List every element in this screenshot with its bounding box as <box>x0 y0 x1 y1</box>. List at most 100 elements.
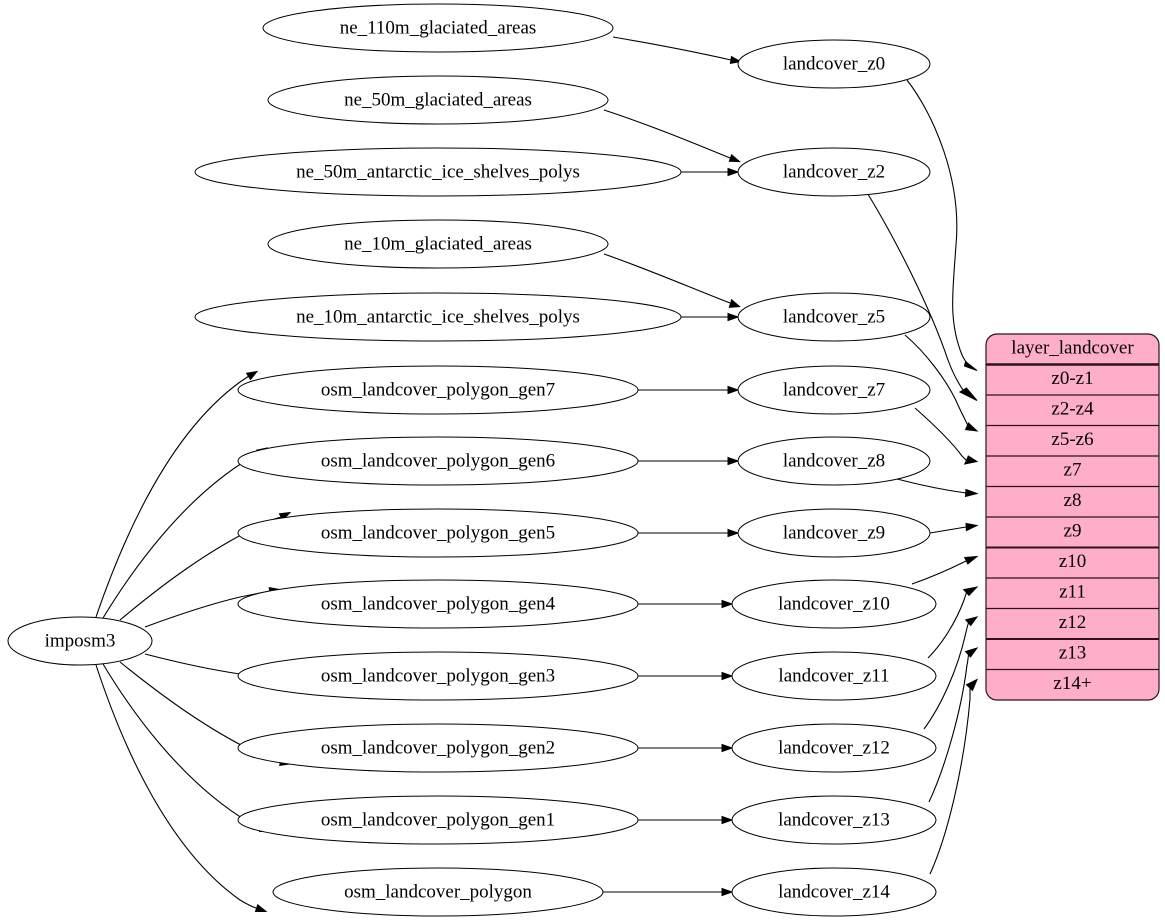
edge-z14-to-row-z14 <box>929 678 978 875</box>
table-row[interactable]: z8 <box>986 490 1159 518</box>
node-label: landcover_z11 <box>778 665 889 686</box>
node-osm-landcover-polygon-gen2[interactable]: osm_landcover_polygon_gen2 <box>237 723 639 773</box>
table-row[interactable]: z7 <box>986 460 1159 488</box>
edge-gen3-to-z11 <box>638 671 734 681</box>
edge-gen6-to-z8 <box>638 456 740 466</box>
edge-ne50glac-to-z2 <box>603 109 742 163</box>
node-label: landcover_z2 <box>783 161 885 182</box>
edge-ne10ice-to-z5 <box>681 312 740 322</box>
node-landcover-z11[interactable]: landcover_z11 <box>731 651 937 701</box>
node-label: landcover_z14 <box>778 881 890 902</box>
edge-gen7-to-z7 <box>638 385 740 395</box>
edge-z8-to-row-z8 <box>896 478 979 498</box>
node-label: ne_10m_antarctic_ice_shelves_polys <box>296 306 580 327</box>
edge-z7-to-row-z7 <box>914 407 979 465</box>
edge-imposm3-to-gen7 <box>95 370 259 618</box>
row-label: z7 <box>1064 460 1082 481</box>
edge-ne50ice-to-z2 <box>680 167 740 177</box>
row-label: z11 <box>1059 582 1086 603</box>
edge-z10-to-row-z10 <box>911 555 979 585</box>
node-osm-landcover-polygon-gen5[interactable]: osm_landcover_polygon_gen5 <box>237 508 639 558</box>
node-ellipse-shape <box>267 219 609 269</box>
table-row[interactable]: z14+ <box>1053 673 1091 694</box>
node-label: landcover_z9 <box>783 522 885 543</box>
row-label: z0-z1 <box>1051 368 1093 389</box>
node-osm-landcover-polygon-gen6[interactable]: osm_landcover_polygon_gen6 <box>237 436 639 486</box>
node-landcover-z14[interactable]: landcover_z14 <box>731 867 937 917</box>
node-osm-landcover-polygon-gen7[interactable]: osm_landcover_polygon_gen7 <box>237 365 639 415</box>
table-row[interactable]: z2-z4 <box>986 399 1159 427</box>
table-row[interactable]: z12 <box>986 612 1159 640</box>
node-ellipse-shape <box>237 508 639 558</box>
node-landcover-z0[interactable]: landcover_z0 <box>737 39 931 89</box>
node-osm-landcover-polygon-gen4[interactable]: osm_landcover_polygon_gen4 <box>237 579 639 629</box>
node-ellipse-shape <box>237 795 639 845</box>
node-landcover-z12[interactable]: landcover_z12 <box>731 723 937 773</box>
node-label: osm_landcover_polygon_gen2 <box>321 737 555 758</box>
row-label: z10 <box>1059 551 1086 572</box>
edge-gen4-to-z10 <box>638 599 734 609</box>
node-landcover-z10[interactable]: landcover_z10 <box>731 579 937 629</box>
node-label: ne_110m_glaciated_areas <box>340 17 537 38</box>
row-label: z13 <box>1059 643 1086 664</box>
edge-polygon-to-z14 <box>602 887 734 897</box>
node-ellipse-shape <box>267 75 609 125</box>
node-landcover-z5[interactable]: landcover_z5 <box>737 292 931 342</box>
edge-z13-to-row-z13 <box>928 647 979 803</box>
edge-z0-to-row-z0z1 <box>906 79 978 371</box>
node-label: ne_50m_antarctic_ice_shelves_polys <box>296 161 580 182</box>
node-label-imposm3: imposm3 <box>45 630 116 651</box>
node-imposm3[interactable]: imposm3 <box>7 616 153 666</box>
edge-z11-to-row-z11 <box>927 586 979 659</box>
node-ne-50m-antarctic-ice-shelves-polys[interactable]: ne_50m_antarctic_ice_shelves_polys <box>194 147 682 197</box>
row-label: z14+ <box>1053 673 1091 694</box>
table-row[interactable]: z13 <box>986 643 1159 671</box>
table-row[interactable]: z5-z6 <box>986 429 1159 457</box>
node-ellipse-shape <box>737 39 931 89</box>
node-ne-110m-glaciated-areas[interactable]: ne_110m_glaciated_areas <box>262 3 614 53</box>
node-label: landcover_z8 <box>783 450 885 471</box>
node-label: landcover_z5 <box>783 306 885 327</box>
table-row[interactable]: z9 <box>986 521 1159 549</box>
node-landcover-z2[interactable]: landcover_z2 <box>737 147 931 197</box>
node-label: osm_landcover_polygon_gen7 <box>321 379 555 400</box>
node-label: landcover_z7 <box>783 379 885 400</box>
edge-ne110-to-z0 <box>612 36 742 65</box>
node-landcover-z8[interactable]: landcover_z8 <box>737 436 931 486</box>
node-ellipse-shape <box>737 508 931 558</box>
table-row[interactable]: z10 <box>986 551 1159 579</box>
node-ellipse-shape <box>731 867 937 917</box>
edge-gen2-to-z12 <box>638 743 734 753</box>
table-header-row: layer_landcover <box>986 337 1159 366</box>
edge-z12-to-row-z12 <box>923 616 979 730</box>
node-label: ne_10m_glaciated_areas <box>344 233 532 254</box>
node-label: osm_landcover_polygon_gen5 <box>321 522 555 543</box>
node-ne-10m-antarctic-ice-shelves-polys[interactable]: ne_10m_antarctic_ice_shelves_polys <box>194 292 682 342</box>
edge-z5-to-row-z5z6 <box>904 334 979 432</box>
node-label: landcover_z0 <box>783 53 885 74</box>
row-label: z12 <box>1059 612 1086 633</box>
node-label: osm_landcover_polygon_gen3 <box>321 665 555 686</box>
row-label: z5-z6 <box>1051 429 1093 450</box>
node-ellipse-shape <box>194 147 682 197</box>
node-ne-50m-glaciated-areas[interactable]: ne_50m_glaciated_areas <box>267 75 609 125</box>
table-row[interactable]: z11 <box>986 582 1159 610</box>
node-label: ne_50m_glaciated_areas <box>344 89 532 110</box>
edge-imposm3-to-polygon <box>95 664 268 912</box>
layer-landcover-table[interactable]: layer_landcover z0-z1 z2-z4 z5-z6 z7 <box>985 333 1160 701</box>
node-landcover-z13[interactable]: landcover_z13 <box>731 795 937 845</box>
node-osm-landcover-polygon-gen3[interactable]: osm_landcover_polygon_gen3 <box>237 651 639 701</box>
node-ne-10m-glaciated-areas[interactable]: ne_10m_glaciated_areas <box>267 219 609 269</box>
node-ellipse-shape <box>737 365 931 415</box>
node-landcover-z7[interactable]: landcover_z7 <box>737 365 931 415</box>
table-row[interactable]: z0-z1 <box>986 368 1159 396</box>
node-landcover-z9[interactable]: landcover_z9 <box>737 508 931 558</box>
node-ellipse-shape <box>194 292 682 342</box>
node-osm-landcover-polygon[interactable]: osm_landcover_polygon <box>272 867 604 917</box>
edge-gen1-to-z13 <box>638 815 734 825</box>
edge-gen5-to-z9 <box>638 528 740 538</box>
node-osm-landcover-polygon-gen1[interactable]: osm_landcover_polygon_gen1 <box>237 795 639 845</box>
edge-z2-to-row-z2z4 <box>865 190 978 401</box>
